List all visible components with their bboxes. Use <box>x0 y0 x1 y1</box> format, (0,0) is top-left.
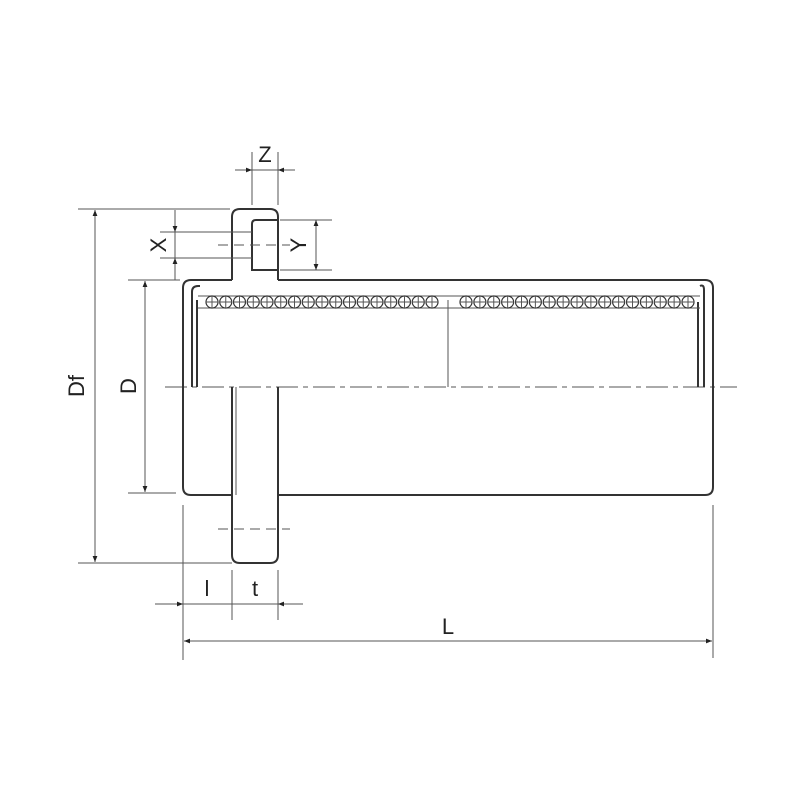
ball-cross <box>412 296 425 308</box>
ball-cross <box>384 296 397 308</box>
ball-cross <box>557 296 570 308</box>
label-y: Y <box>286 237 311 252</box>
ball-cross <box>529 296 542 308</box>
ball-cross <box>261 296 273 308</box>
label-L: L <box>442 614 454 639</box>
ball-cross <box>343 296 356 308</box>
retainer-left <box>191 285 200 387</box>
ball-cross <box>247 296 260 308</box>
ball-cross <box>329 296 342 308</box>
ball-cross <box>571 296 583 308</box>
ball-cross <box>501 296 514 308</box>
ball-cross <box>487 296 500 308</box>
bearing-body-outline <box>182 279 714 496</box>
label-df: Df <box>64 374 89 397</box>
ball-cross <box>316 296 328 308</box>
ball-cross <box>206 296 218 308</box>
ball-cross <box>473 296 486 308</box>
retainer-right <box>697 284 705 387</box>
ball-cross <box>543 296 556 308</box>
ball-cross <box>357 296 370 308</box>
flange-outline <box>231 208 279 564</box>
label-t: t <box>252 576 258 601</box>
ball-cross <box>612 296 625 308</box>
ball-cross <box>460 296 472 308</box>
label-d: D <box>116 378 141 394</box>
ball-cross <box>233 296 246 308</box>
ball-cross <box>274 296 287 308</box>
ball-cross <box>426 296 438 308</box>
ball-rows <box>205 295 695 309</box>
ball-cross <box>288 296 301 308</box>
label-z: Z <box>258 142 271 167</box>
ball-cross <box>398 296 411 308</box>
ball-cross <box>371 296 383 308</box>
ball-cross <box>682 296 694 308</box>
ball-cross <box>626 296 639 308</box>
label-x: X <box>146 237 171 252</box>
ball-cross <box>640 296 653 308</box>
ball-cross <box>668 296 681 308</box>
ball-cross <box>219 296 232 308</box>
ball-cross <box>598 296 611 308</box>
ball-cross <box>515 296 528 308</box>
ball-cross <box>654 296 667 308</box>
ball-cross <box>302 296 315 308</box>
ball-cross <box>584 296 597 308</box>
counterbore-hole <box>251 219 278 271</box>
label-l: l <box>205 576 210 601</box>
